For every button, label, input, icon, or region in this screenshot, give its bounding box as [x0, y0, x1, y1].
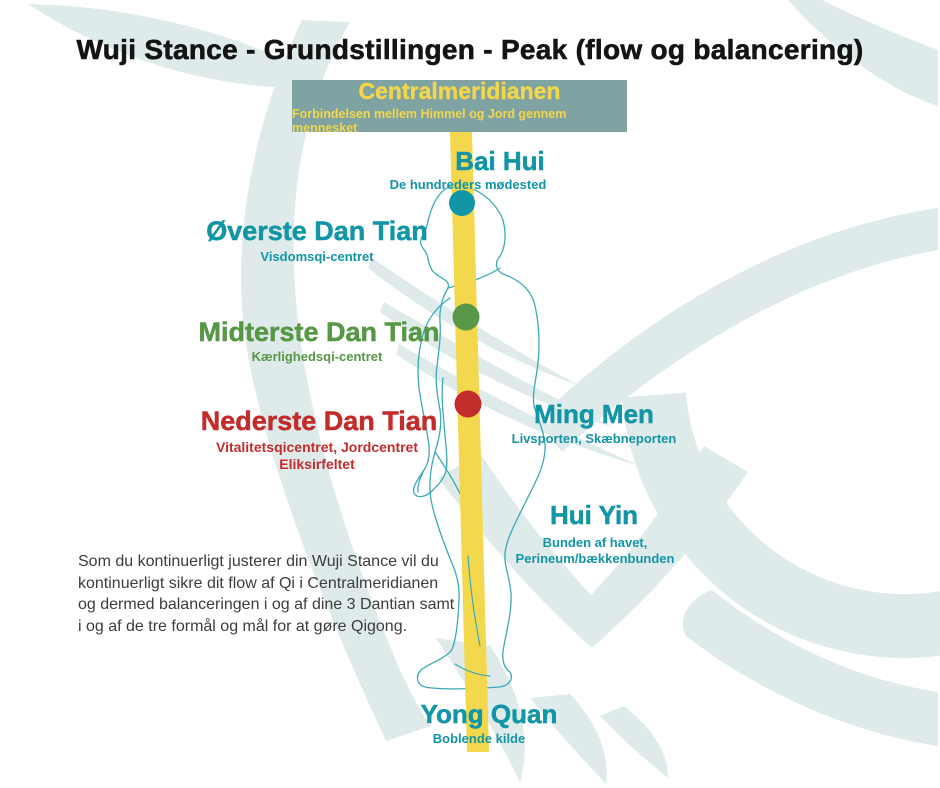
- point-desc-ming-men: Livsporten, Skæbneporten: [511, 431, 677, 446]
- point-desc-midterste-dan-tian: Kærlighedsqi-centret: [251, 349, 383, 364]
- point-desc-hui-yin: Bunden af havet,: [542, 535, 648, 550]
- point-desc2-hui-yin: Perineum/bækkenbunden: [515, 551, 675, 566]
- point-desc-yong-quan: Boblende kilde: [432, 731, 526, 746]
- point-desc-overste-dan-tian: Visdomsqi-centret: [260, 249, 374, 264]
- point-label-yong-quan: Yong Quan: [420, 699, 558, 730]
- body-finger-line: [417, 469, 425, 493]
- bai-hui-dot: [449, 190, 475, 216]
- point-desc-nederste-dan-tian: Vitalitetsqicentret, Jordcentret: [215, 439, 419, 455]
- watermark-feather-stripe: [380, 302, 616, 428]
- point-label-ming-men: Ming Men: [534, 399, 654, 430]
- lower-dantian-dot: [454, 390, 482, 418]
- body-outline: [416, 184, 546, 690]
- middle-dantian-dot: [452, 303, 480, 331]
- point-desc-bai-hui: De hundreders mødested: [389, 177, 547, 192]
- point-label-overste-dan-tian: Øverste Dan Tian: [206, 216, 428, 247]
- point-desc2-nederste-dan-tian: Eliksirfeltet: [279, 456, 355, 472]
- point-label-nederste-dan-tian: Nederste Dan Tian: [200, 406, 438, 437]
- page-title: Wuji Stance - Grundstillingen - Peak (fl…: [76, 34, 864, 66]
- central-meridian-band: [450, 131, 489, 752]
- central-meridian-banner: Centralmeridianen Forbindelsen mellem Hi…: [292, 77, 627, 135]
- watermark-feather-stripe: [368, 258, 580, 386]
- body-shoulder-line: [447, 267, 501, 289]
- watermark-q-tail: [682, 590, 938, 746]
- point-label-bai-hui: Bai Hui: [455, 146, 545, 177]
- watermark-wing-top-left: [28, 4, 338, 89]
- watermark-wing-top-right: [788, 0, 938, 106]
- point-label-hui-yin: Hui Yin: [549, 500, 639, 531]
- watermark-upper-right-swoosh: [551, 208, 938, 452]
- body-arm-line: [412, 297, 451, 498]
- description-paragraph: Som du kontinuerligt justerer din Wuji S…: [78, 553, 455, 635]
- watermark-leaf: [530, 694, 607, 784]
- watermark-leaf: [600, 706, 668, 778]
- watermark-leaf: [436, 638, 525, 782]
- point-label-midterste-dan-tian: Midterste Dan Tian: [198, 317, 440, 348]
- banner-title: Centralmeridianen: [358, 77, 561, 104]
- banner-subtitle: Forbindelsen mellem Himmel og Jord genne…: [292, 106, 567, 135]
- body-far-foot-line: [454, 663, 491, 677]
- watermark-left-swoosh: [241, 20, 431, 741]
- watermark-chevron: [438, 446, 748, 648]
- body-far-leg-line: [467, 555, 481, 647]
